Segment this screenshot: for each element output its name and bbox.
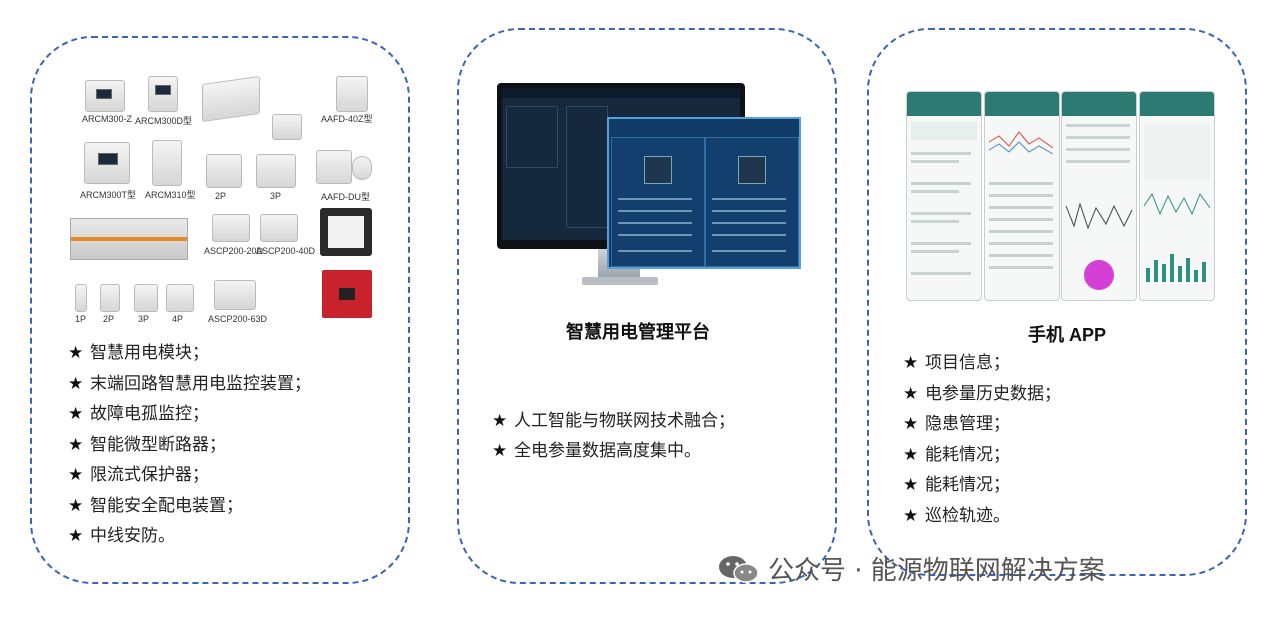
device-label: ARCM310型 xyxy=(145,190,196,200)
phone-screenshot-history-data xyxy=(984,91,1060,301)
phone-screenshot-project-list xyxy=(906,91,982,301)
device-label: ASCP200-20D xyxy=(204,246,264,256)
list-item: ★隐患管理； xyxy=(903,409,1061,440)
list-item: ★能耗情况； xyxy=(903,470,1061,501)
arcm310-image xyxy=(152,140,182,186)
device-label: 2P xyxy=(215,191,227,201)
phone-screenshot-energy-consumption xyxy=(1139,91,1215,301)
list-item: ★人工智能与物联网技术融合； xyxy=(492,406,735,436)
list-item: ★故障电孤监控； xyxy=(68,399,311,430)
star-icon: ★ xyxy=(68,434,84,455)
device-label: 3P xyxy=(270,191,282,201)
list-item: ★能耗情况； xyxy=(903,440,1061,471)
star-icon: ★ xyxy=(68,465,84,485)
monitor-base xyxy=(582,277,658,285)
device-label: ASCP200-63D xyxy=(208,314,268,324)
list-item: ★中线安防。 xyxy=(68,521,311,552)
star-icon: ★ xyxy=(68,343,84,363)
ascp200-40d-image xyxy=(260,214,298,242)
device-label: 1P xyxy=(75,314,87,324)
list-item: ★电参量历史数据； xyxy=(903,379,1061,410)
mcb-1p-image xyxy=(75,284,87,312)
devices-panel xyxy=(30,36,410,584)
mcb-4p-image xyxy=(166,284,194,312)
star-icon: ★ xyxy=(68,373,84,394)
device-2p-image xyxy=(206,154,242,188)
platform-title: 智慧用电管理平台 xyxy=(566,322,710,343)
mcb-2p-image xyxy=(100,284,120,312)
star-icon: ★ xyxy=(68,404,84,424)
device-label: ARCM300-Z xyxy=(82,114,133,124)
aafd-40z-image xyxy=(336,76,368,112)
device-label: ARCM300D型 xyxy=(135,116,193,126)
pie-chart-graphic xyxy=(1084,260,1114,290)
device-label: ARCM300T型 xyxy=(80,190,137,200)
phone-screenshot-hazard-management xyxy=(1061,91,1137,301)
device-label: 3P xyxy=(138,314,150,324)
safety-distribution-box-image xyxy=(322,270,372,318)
device-label: ASCP200-40D xyxy=(256,246,316,256)
star-icon: ★ xyxy=(903,383,919,404)
list-item: ★智慧用电模块； xyxy=(68,338,311,369)
ascp200-63d-image xyxy=(214,280,256,310)
device-label: AAFD-40Z型 xyxy=(321,114,373,124)
list-item: ★巡检轨迹。 xyxy=(903,501,1061,532)
current-transformer-image xyxy=(202,75,260,123)
list-item: ★全电参量数据高度集中。 xyxy=(492,436,735,466)
list-item: ★智能安全配电装置； xyxy=(68,491,311,522)
list-item: ★智能微型断路器； xyxy=(68,430,311,461)
platform-panel xyxy=(457,28,837,584)
star-icon: ★ xyxy=(492,411,508,431)
star-icon: ★ xyxy=(68,495,84,516)
star-icon: ★ xyxy=(68,526,84,546)
star-icon: ★ xyxy=(903,414,919,434)
device-3p-image xyxy=(256,154,296,188)
breaker-assembly-image xyxy=(70,218,188,260)
wechat-icon xyxy=(719,555,759,583)
list-item: ★末端回路智慧用电监控装置； xyxy=(68,369,311,400)
arcm300-z-image xyxy=(85,80,125,112)
star-icon: ★ xyxy=(903,505,919,526)
device-label: AAFD-DU型 xyxy=(321,192,370,202)
ascp200-20d-image xyxy=(212,214,250,242)
star-icon: ★ xyxy=(903,444,919,465)
mcb-3p-image xyxy=(134,284,158,312)
star-icon: ★ xyxy=(492,441,508,461)
list-item: ★限流式保护器； xyxy=(68,460,311,491)
watermark-text: 公众号 · 能源物联网解决方案 xyxy=(768,556,1105,586)
app-feature-list: ★项目信息； ★电参量历史数据； ★隐患管理； ★能耗情况； ★能耗情况； ★巡… xyxy=(903,348,1061,531)
aafd-du-image xyxy=(316,150,352,184)
mobile-app-title: 手机 APP xyxy=(1028,325,1107,345)
watermark: 公众号 · 能源物联网解决方案 xyxy=(718,550,1105,587)
device-feature-list: ★智慧用电模块； ★末端回路智慧用电监控装置； ★故障电孤监控； ★智能微型断路… xyxy=(68,338,311,552)
monitoring-popup xyxy=(607,117,801,269)
arcm300t-image xyxy=(84,142,130,184)
star-icon: ★ xyxy=(903,475,919,495)
list-item: ★项目信息； xyxy=(903,348,1061,379)
device-label: 2P xyxy=(103,314,115,324)
sensor-image xyxy=(272,114,302,140)
star-icon: ★ xyxy=(903,353,919,373)
aafd-du-ct-image xyxy=(352,156,372,180)
arcm300d-image xyxy=(148,76,178,112)
distribution-cabinet-image xyxy=(320,208,372,256)
mobile-app-panel xyxy=(867,28,1247,576)
device-label: 4P xyxy=(172,314,184,324)
platform-feature-list: ★人工智能与物联网技术融合； ★全电参量数据高度集中。 xyxy=(492,406,735,466)
